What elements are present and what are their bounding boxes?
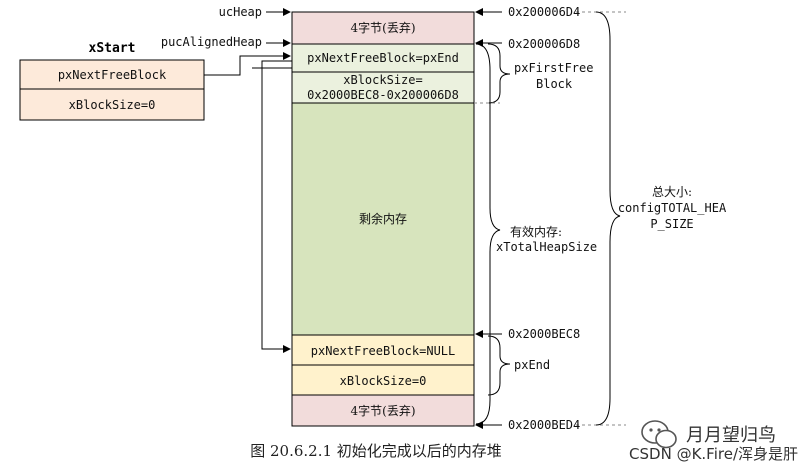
effective-brace — [475, 43, 501, 425]
bottom-discard-label: 4字节(丢弃) — [351, 403, 416, 418]
ucheap-label: ucHeap — [219, 5, 262, 19]
xstart-size-label: xBlockSize=0 — [69, 98, 156, 112]
xstart-next-cell — [19, 59, 205, 90]
firstfree-brace — [487, 43, 511, 104]
total-label-line2: configTOTAL_HEA — [618, 201, 727, 215]
watermark-credit: CSDN @K.Fire/浑身是肝 — [629, 445, 798, 463]
xstart-size-cell — [19, 88, 205, 121]
end-size-cell — [291, 364, 475, 396]
effective-label-line2: xTotalHeapSize — [496, 240, 597, 254]
xstart-to-firstfree-arrow — [204, 52, 291, 76]
xstart-title: xStart — [89, 41, 136, 56]
pucaligned-label: pucAlignedHeap — [161, 35, 262, 49]
total-label-line1: 总大小: — [652, 185, 692, 199]
first-size-label-line2: 0x2000BEC8-0x200006D8 — [307, 88, 459, 102]
addr2-label: 0x200006D8 — [508, 37, 580, 51]
top-discard-label: 4字节(丢弃) — [351, 20, 416, 35]
first-size-label-line1: xBlockSize= — [343, 73, 422, 87]
total-brace — [595, 11, 621, 426]
pxend-brace — [487, 335, 511, 396]
heap-bottom-discard — [291, 394, 475, 427]
figure-caption: 图 20.6.2.1 初始化完成以后的内存堆 — [250, 442, 502, 460]
firstfree-label-line1: pxFirstFree — [514, 61, 593, 75]
xstart-next-label: pxNextFreeBlock — [58, 68, 167, 82]
remaining-memory — [291, 102, 475, 336]
first-free-next-cell — [291, 43, 475, 73]
addr1-label: 0x200006D4 — [508, 5, 580, 19]
addr4-label: 0x2000BED4 — [508, 418, 580, 432]
firstfree-label-line2: Block — [536, 77, 573, 91]
total-label-line3: P_SIZE — [650, 217, 693, 231]
end-size-label: xBlockSize=0 — [340, 374, 427, 388]
first-next-label: pxNextFreeBlock=pxEnd — [307, 51, 459, 65]
pxend-label: pxEnd — [514, 358, 550, 372]
firstfree-to-pxend-arrow — [261, 60, 292, 353]
wechat-icon — [641, 420, 677, 449]
watermark-name: 月月望归鸟 — [686, 425, 776, 446]
addr3-label: 0x2000BEC8 — [508, 327, 580, 341]
heap-top-discard — [291, 11, 475, 45]
effective-label-line1: 有效内存: — [510, 224, 562, 239]
end-next-label: pxNextFreeBlock=NULL — [311, 344, 456, 358]
remaining-label: 剩余内存 — [359, 211, 407, 226]
